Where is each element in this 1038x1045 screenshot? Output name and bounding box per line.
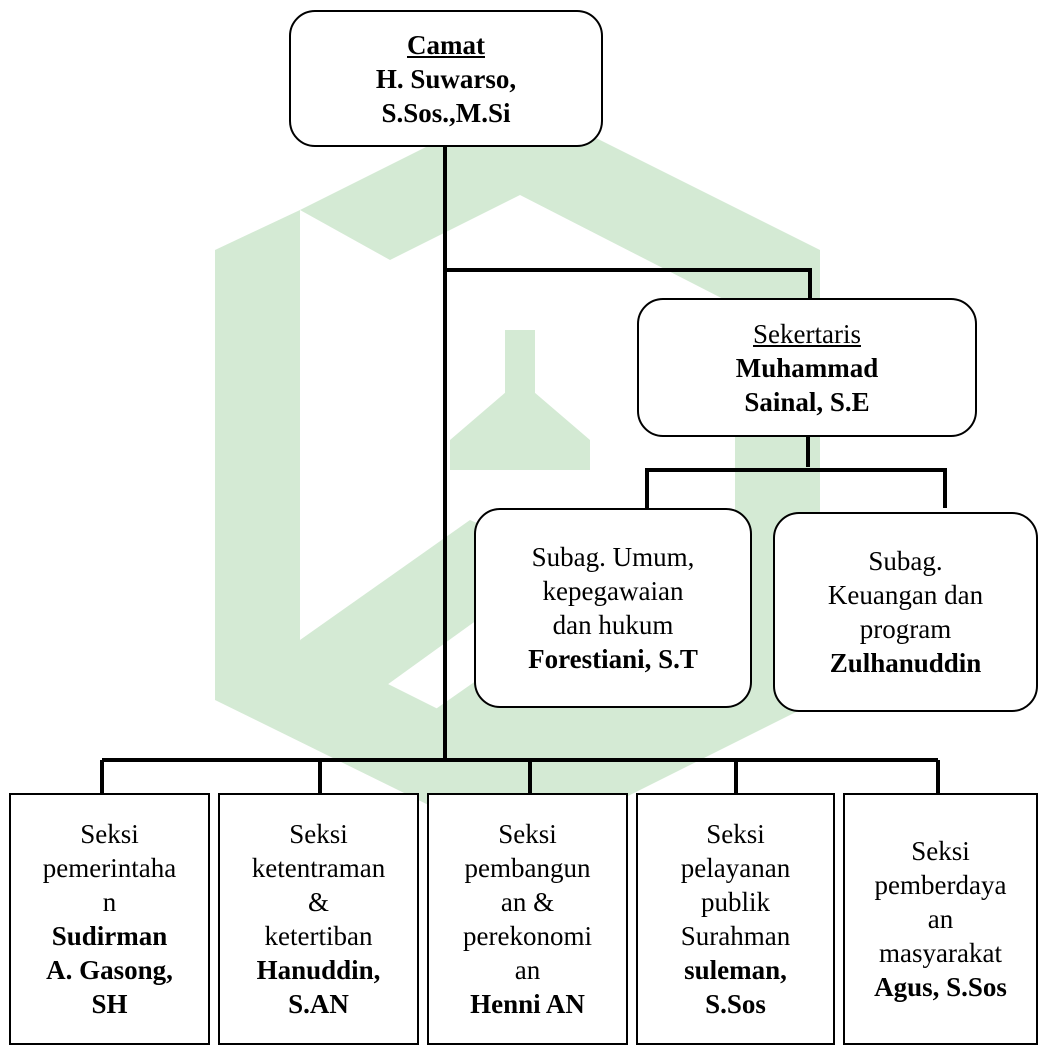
seksi-label-line: Seksi: [498, 819, 557, 849]
seksi-label-line: pemerintaha: [42, 853, 177, 883]
camat-name-line1: H. Suwarso,: [375, 63, 517, 94]
seksi-label-line: masyarakat: [879, 938, 1002, 968]
subag-branch-line: [645, 468, 947, 508]
seksi-label-line: pembangun: [464, 853, 591, 883]
camat-name-line2: S.Sos.,M.Si: [381, 97, 511, 128]
seksi-name-line: SH: [91, 989, 128, 1019]
seksi-label-line: Surahman: [680, 921, 791, 951]
seksi-name-line: Sudirman: [51, 921, 168, 951]
seksi-label-line: Seksi: [706, 819, 765, 849]
seksi-label-line: an: [927, 904, 954, 934]
seksi-label-line: pemberdaya: [874, 870, 1007, 900]
seksi-label-line: n: [102, 887, 117, 917]
seksi-pembangunan-box: Seksi pembangun an & perekonomi an Henni…: [427, 793, 628, 1045]
subag-umum-name: Forestiani, S.T: [528, 644, 698, 674]
subag-umum-line: dan hukum: [552, 610, 674, 640]
seksi-name-line: A. Gasong,: [46, 955, 173, 985]
camat-title: Camat: [407, 29, 485, 60]
seksi-name-line: suleman,: [684, 955, 787, 985]
seksi-label-line: &: [307, 887, 329, 917]
sekertaris-name-line1: Muhammad: [735, 352, 879, 383]
subag-keuangan-line: program: [859, 614, 952, 644]
seksi-label-line: an: [514, 955, 541, 985]
seksi-label-line: Seksi: [289, 819, 348, 849]
sekertaris-name-line2: Sainal, S.E: [744, 386, 870, 417]
seksi-name-line: S.AN: [288, 989, 349, 1019]
seksi-label-line: perekonomi: [463, 921, 592, 951]
camat-box: Camat H. Suwarso, S.Sos.,M.Si: [289, 10, 603, 147]
sekertaris-title: Sekertaris: [753, 318, 861, 349]
seksi-ketentraman-box: Seksi ketentraman & ketertiban Hanuddin,…: [218, 793, 419, 1045]
seksi-name-line: S.Sos: [705, 989, 766, 1019]
subag-umum-box: Subag. Umum, kepegawaian dan hukum Fores…: [474, 508, 752, 708]
seksi-label-line: Seksi: [80, 819, 139, 849]
seksi-name-line: Hanuddin,: [256, 955, 381, 985]
subag-umum-line: Subag. Umum,: [531, 542, 695, 572]
seksi-name-line: Henni AN: [470, 989, 585, 1019]
seksi-label-line: an &: [500, 887, 555, 917]
subag-keuangan-line: Keuangan dan: [827, 580, 984, 610]
seksi-pemerintahan-box: Seksi pemerintaha n Sudirman A. Gasong, …: [9, 793, 210, 1045]
subag-keuangan-line: Subag.: [868, 546, 943, 576]
seksi-label-line: ketertiban: [264, 921, 373, 951]
camat-to-sekertaris-line: [445, 268, 812, 298]
subag-keuangan-box: Subag. Keuangan dan program Zulhanuddin: [773, 512, 1038, 712]
seksi-pemberdayaan-box: Seksi pemberdaya an masyarakat Agus, S.S…: [843, 793, 1038, 1045]
sekertaris-box: Sekertaris Muhammad Sainal, S.E: [637, 298, 977, 437]
seksi-label-line: ketentraman: [251, 853, 386, 883]
subag-keuangan-name: Zulhanuddin: [829, 648, 982, 678]
seksi-label-line: Seksi: [911, 836, 970, 866]
seksi-pelayanan-box: Seksi pelayanan publik Surahman suleman,…: [636, 793, 835, 1045]
subag-umum-line: kepegawaian: [542, 576, 684, 606]
seksi-label-line: pelayanan: [680, 853, 791, 883]
seksi-label-line: publik: [700, 887, 770, 917]
seksi-name-line: Agus, S.Sos: [874, 972, 1007, 1002]
